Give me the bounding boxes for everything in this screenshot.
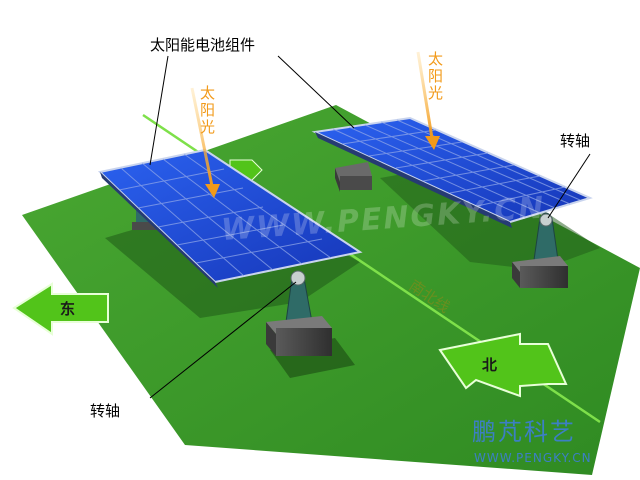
right-solar-tracker [311, 116, 593, 288]
east-arrow: 东 [12, 282, 109, 336]
sunlight-label-right-char: 光 [428, 84, 443, 102]
panel-callout-line-right [277, 55, 355, 129]
sunlight-ray-left [190, 87, 220, 198]
panel-callout-line-left [149, 55, 169, 166]
north-arrow: 北 [438, 332, 568, 398]
left-solar-tracker [97, 148, 363, 356]
sunlight-label-right-char: 阳 [428, 67, 443, 85]
left-front-foundation [266, 316, 332, 356]
north-label: 北 [482, 356, 497, 374]
right-front-foundation [512, 256, 568, 288]
sunlight-label-left-char: 太 [200, 84, 215, 102]
right-panel-grid [332, 119, 581, 218]
sunlight-label-left-char: 光 [200, 118, 215, 136]
axis-callout-line-bottom [149, 281, 297, 399]
sunlight-ray-right [416, 51, 440, 150]
right-back-foundation [335, 162, 372, 192]
axis-label-right: 转轴 [560, 132, 590, 150]
east-label: 东 [60, 300, 75, 318]
brand-name: 鹏芃科艺 [472, 418, 576, 446]
sunlight-label-right-char: 太 [428, 50, 443, 68]
sunlight-label-right: 太阳光 [428, 50, 443, 102]
panel-assembly-label: 太阳能电池组件 [150, 36, 255, 54]
axis-callout-line-right [547, 153, 591, 219]
left-panel-grid [118, 153, 332, 277]
left-panel [97, 148, 363, 284]
axis-label-bottom: 转轴 [90, 402, 120, 420]
sunlight-label-left-char: 阳 [200, 101, 215, 119]
sunlight-label-left: 太阳光 [200, 84, 215, 136]
brand-url: WWW.PENGKY.CN [474, 451, 592, 465]
